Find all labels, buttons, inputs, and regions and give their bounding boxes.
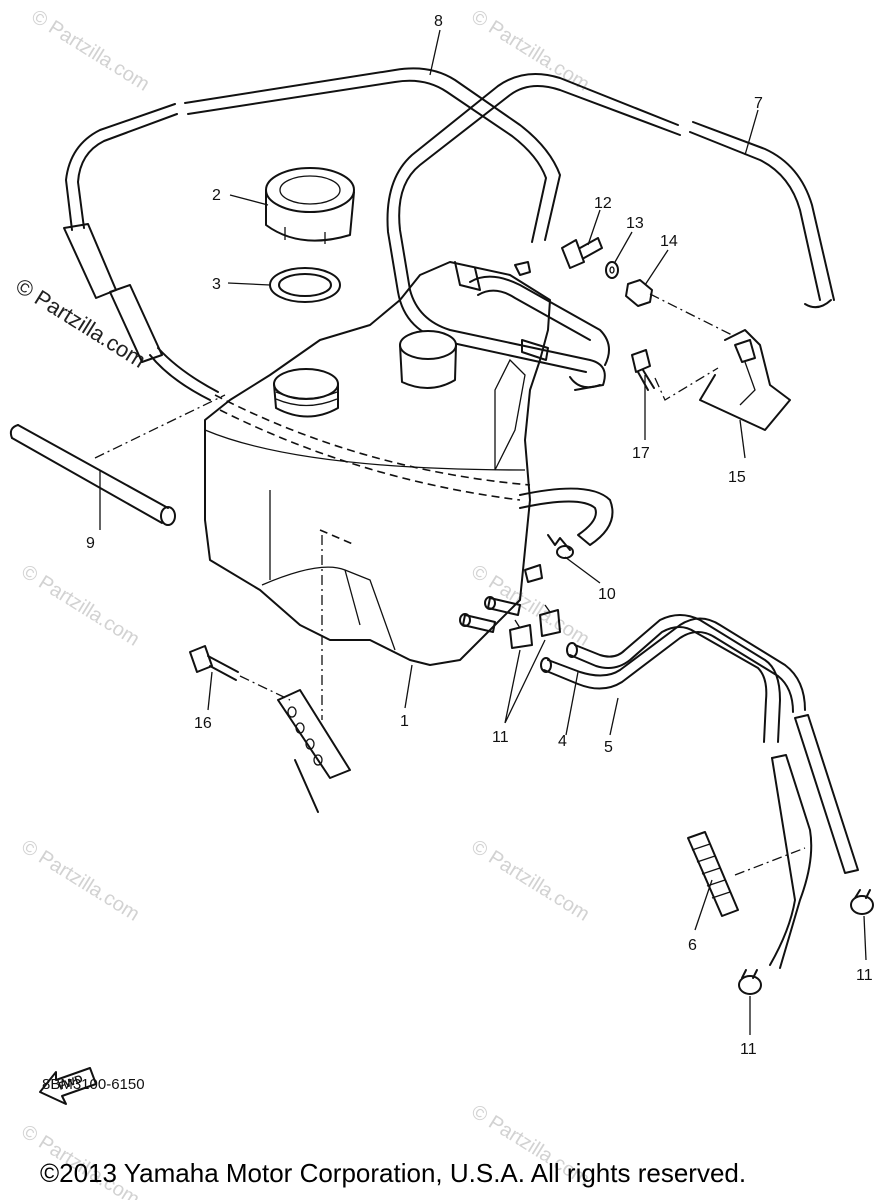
part-2-cap xyxy=(265,167,355,244)
watermark-text: © Partzilla.com xyxy=(467,6,593,96)
part-7-hose xyxy=(386,73,835,391)
part-8-hose xyxy=(63,67,561,401)
callout-9: 9 xyxy=(86,535,95,552)
part-15-bracket xyxy=(699,329,791,431)
callout-12: 12 xyxy=(594,195,612,212)
part-3-gasket xyxy=(269,267,341,303)
part-16-bolt xyxy=(189,645,291,701)
callout-5: 5 xyxy=(604,739,613,756)
tank-lower-fittings xyxy=(459,564,543,633)
callout-2: 2 xyxy=(212,187,221,204)
callout-11-bottom: 11 xyxy=(740,1041,757,1058)
callout-10: 10 xyxy=(598,586,616,603)
leader-lines xyxy=(99,29,867,1035)
part-4-hose xyxy=(566,614,781,743)
callout-11: 11 xyxy=(492,729,509,746)
callout-16: 16 xyxy=(194,715,212,732)
watermark-text: © Partzilla.com xyxy=(17,836,143,926)
part-1-tank xyxy=(204,261,614,666)
watermark-text: © Partzilla.com xyxy=(27,6,153,96)
part-9-hose xyxy=(9,394,226,526)
part-14-nut xyxy=(625,279,733,336)
callout-13: 13 xyxy=(626,215,644,232)
copyright-notice: ©2013 Yamaha Motor Corporation, U.S.A. A… xyxy=(40,1158,747,1188)
callout-11-right: 11 xyxy=(856,967,873,984)
callout-3: 3 xyxy=(212,276,221,293)
callout-14: 14 xyxy=(660,233,678,250)
part-10-clip xyxy=(547,534,574,559)
callout-1: 1 xyxy=(400,713,409,730)
callout-4: 4 xyxy=(558,733,567,750)
callout-8: 8 xyxy=(434,13,443,30)
tank-top-fittings xyxy=(454,261,610,366)
part-17-bolt xyxy=(631,349,719,401)
drawing-code: 8BM3100-6150 xyxy=(42,1076,145,1093)
callout-labels: 8 7 2 3 12 13 14 17 15 10 9 1 16 11 4 5 … xyxy=(86,13,873,1058)
frame-bracket xyxy=(277,535,351,813)
part-12-bolt xyxy=(561,237,603,269)
lower-hose-section xyxy=(769,754,813,969)
part-13-washer xyxy=(605,261,619,279)
part-11-clamps-lower xyxy=(738,889,874,995)
callout-17: 17 xyxy=(632,445,650,462)
watermark-text: © Partzilla.com xyxy=(467,836,593,926)
watermark-text: © Partzilla.com xyxy=(17,561,143,651)
part-11-clamps xyxy=(509,604,561,649)
watermark-text: © Partzilla.com xyxy=(11,273,150,373)
callout-15: 15 xyxy=(728,469,746,486)
part-6-sleeve xyxy=(687,831,806,917)
part-5-hose xyxy=(540,617,859,874)
callout-6: 6 xyxy=(688,937,697,954)
callout-7: 7 xyxy=(754,95,763,112)
